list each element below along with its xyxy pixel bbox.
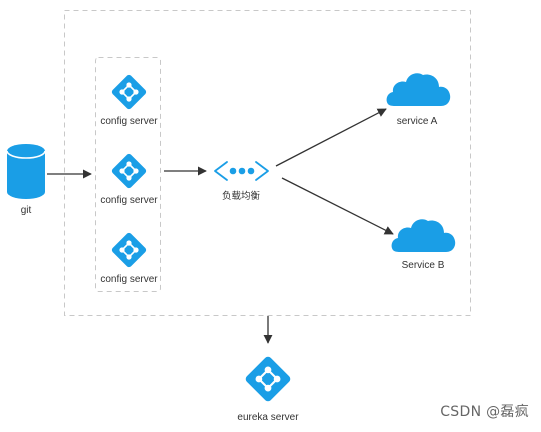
git-label: git: [21, 205, 32, 216]
eureka-server-node: eureka server: [237, 354, 299, 423]
config-server-label: config server: [100, 274, 158, 285]
config-server-node: config server: [100, 151, 158, 206]
watermark: CSDN @磊疯: [440, 404, 529, 420]
config-server-label: config server: [100, 116, 158, 127]
service-b-node: Service B: [391, 219, 456, 271]
load-balancer-icon: [214, 161, 269, 181]
git-node: git: [6, 144, 46, 216]
service-b-label: Service B: [402, 260, 445, 271]
cloud-icon: [391, 219, 456, 252]
database-icon: [6, 144, 46, 199]
config-server-icon: [109, 230, 149, 270]
config-server-node: config server: [100, 230, 158, 285]
cloud-icon: [386, 73, 451, 106]
system-boundary: [64, 10, 471, 316]
arrow-balancer-to-service-b: [281, 177, 394, 235]
arrow-balancer-to-service-a: [275, 108, 387, 167]
config-server-cluster-boundary: [95, 57, 161, 292]
load-balancer-node: 负载均衡: [214, 161, 269, 202]
eureka-server-icon: [243, 354, 293, 404]
service-a-label: service A: [397, 116, 438, 127]
config-server-icon: [109, 151, 149, 191]
service-a-node: service A: [386, 73, 451, 127]
eureka-server-label: eureka server: [237, 412, 299, 423]
load-balancer-label: 负载均衡: [222, 190, 261, 202]
config-server-icon: [109, 72, 149, 112]
config-server-node: config server: [100, 72, 158, 127]
config-server-label: config server: [100, 195, 158, 206]
